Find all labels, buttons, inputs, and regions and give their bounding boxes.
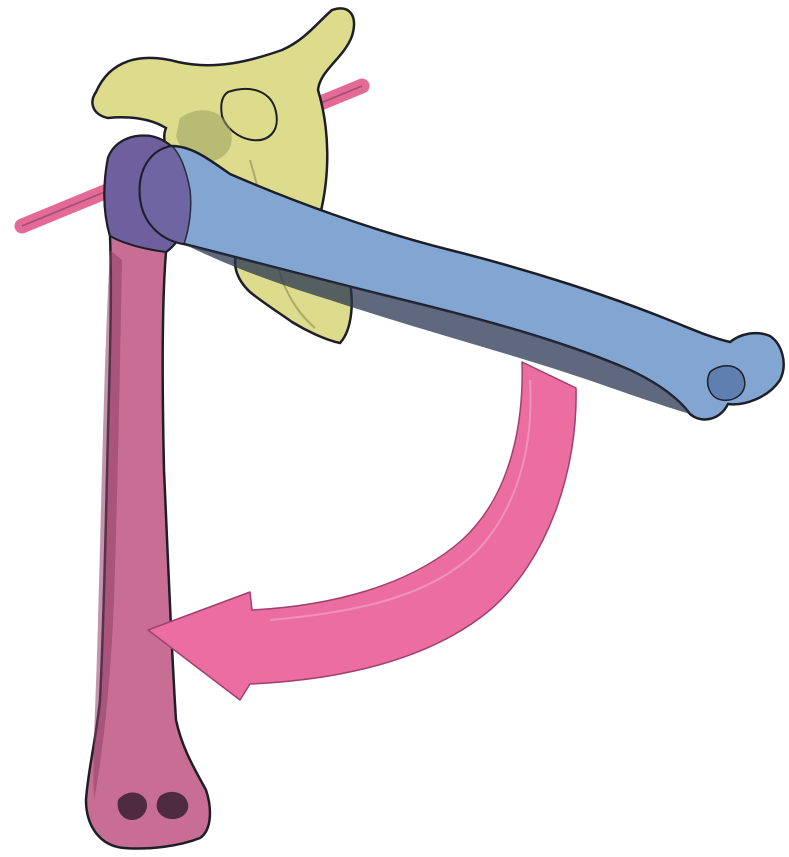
humerus-abducted-epicondyle bbox=[708, 366, 745, 401]
motion-arrow bbox=[148, 362, 576, 700]
humerus-abducted-shaft bbox=[140, 146, 784, 419]
humerus-abducted bbox=[140, 146, 784, 419]
motion-arrow-body bbox=[148, 362, 576, 700]
